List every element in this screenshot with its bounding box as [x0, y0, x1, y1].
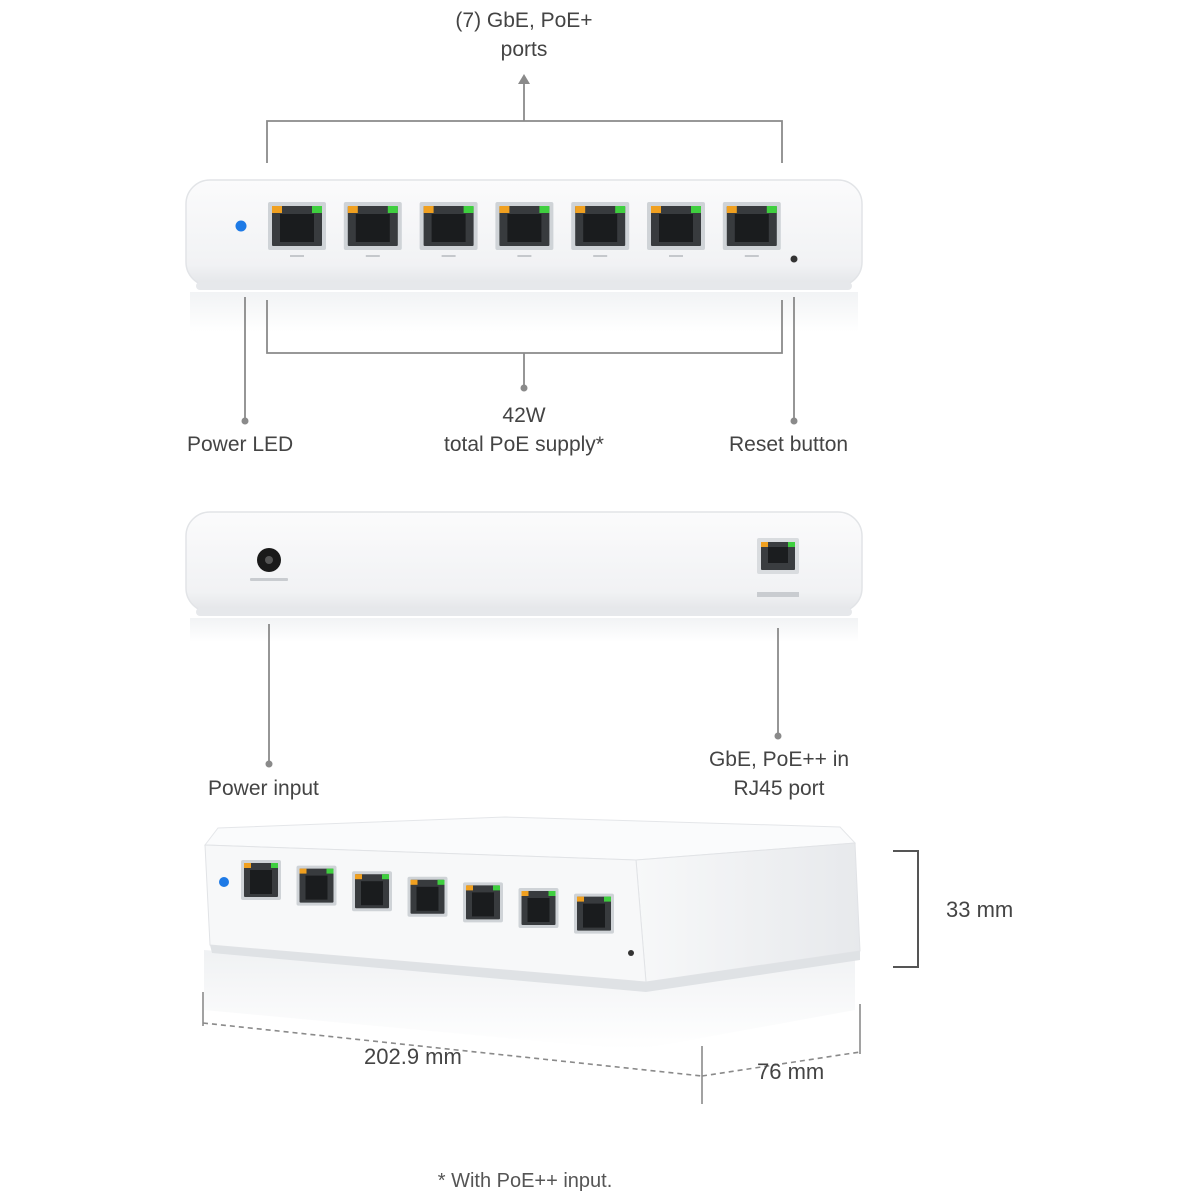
- footnote: * With PoE++ input.: [437, 1170, 613, 1192]
- poe-supply-label: 42W total PoE supply*: [444, 401, 604, 459]
- reset-button-label: Reset button: [729, 433, 849, 456]
- perspective-port-5-icon: [463, 882, 503, 923]
- front-ports-group: [268, 202, 781, 257]
- ports-label-line1: (7) GbE, PoE+: [455, 9, 593, 32]
- reset-dot-icon: [790, 417, 798, 425]
- power-led-dot-icon: [241, 417, 249, 425]
- perspective-port-3-icon: [352, 871, 392, 912]
- poe-label-line1: 42W: [502, 404, 546, 427]
- poe-dot-icon: [520, 384, 528, 392]
- perspective-port-6-icon: [518, 888, 559, 928]
- uplink-label-line1: GbE, PoE++ in: [708, 748, 850, 771]
- height-bracket: [893, 850, 919, 968]
- height-dimension-label: 33 mm: [946, 897, 1014, 922]
- ports-arrow-icon: [518, 74, 530, 84]
- perspective-ports-group: [241, 860, 614, 934]
- uplink-label-line2: RJ45 port: [733, 777, 825, 800]
- perspective-port-4-icon: [407, 876, 448, 917]
- reset-button-icon: [790, 255, 798, 263]
- uplink-dot-icon: [774, 732, 782, 740]
- power-led-label: Power LED: [187, 433, 294, 456]
- perspective-port-1-icon: [241, 860, 281, 900]
- front-port-3-icon: [419, 202, 478, 257]
- power-led-icon: [235, 220, 247, 232]
- front-port-4-icon: [495, 202, 554, 257]
- depth-dimension-label: 76 mm: [757, 1059, 825, 1084]
- perspective-port-2-icon: [296, 865, 337, 906]
- rear-device: [185, 511, 863, 642]
- power-input-label: Power input: [208, 777, 319, 800]
- perspective-led-icon: [219, 877, 229, 887]
- footprint-dimensions: [202, 1022, 861, 1077]
- poe-label-line2: total PoE supply*: [444, 433, 604, 456]
- perspective-port-7-icon: [574, 893, 614, 934]
- perspective-device: [204, 816, 861, 1050]
- ports-label: (7) GbE, PoE+ ports: [455, 6, 592, 64]
- front-device: [185, 179, 863, 332]
- ports-label-line2: ports: [500, 38, 548, 61]
- front-port-5-icon: [571, 202, 630, 257]
- uplink-port-icon: [757, 538, 799, 597]
- width-dimension-label: 202.9 mm: [364, 1044, 462, 1069]
- front-port-6-icon: [647, 202, 705, 257]
- uplink-port-label: GbE, PoE++ in RJ45 port: [709, 745, 849, 803]
- power-input-dot-icon: [265, 760, 273, 768]
- front-port-1-icon: [268, 202, 326, 257]
- ports-bracket: [266, 82, 783, 163]
- front-port-2-icon: [343, 202, 402, 257]
- front-port-7-icon: [722, 202, 781, 257]
- poe-bracket: [266, 300, 783, 386]
